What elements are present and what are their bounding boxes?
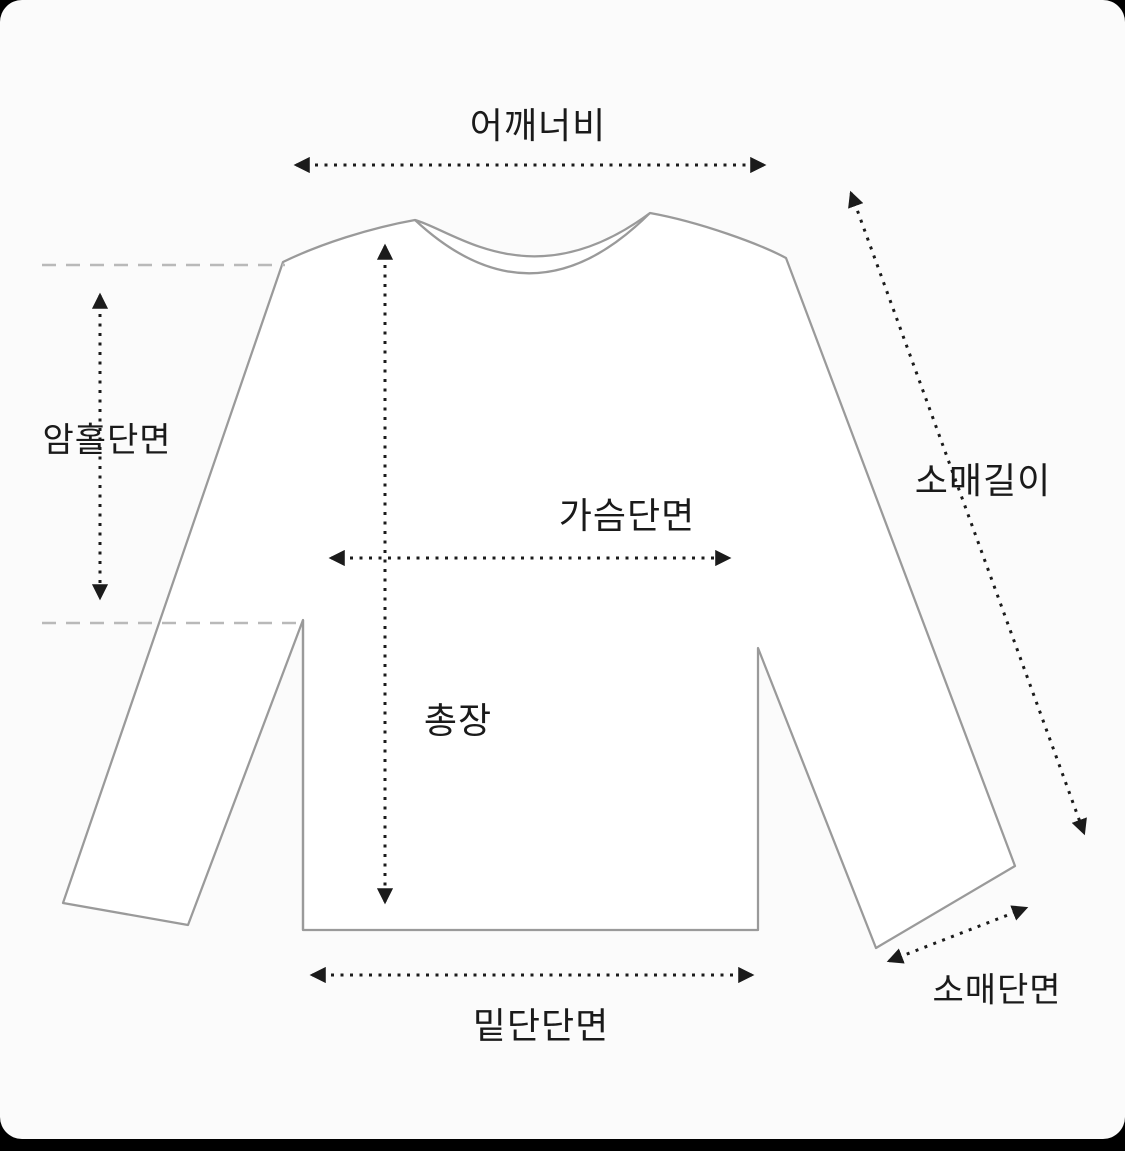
label-chest: 가슴단면 (558, 496, 696, 537)
label-shoulder-width: 어깨너비 (469, 106, 607, 147)
collar-curve (414, 212, 651, 275)
label-total-length: 총장 (423, 701, 493, 742)
label-sleeve-cuff: 소매단면 (932, 970, 1062, 1011)
label-hem: 밑단단면 (472, 1006, 610, 1047)
label-sleeve-length: 소매길이 (914, 461, 1052, 502)
label-armhole: 암홀단면 (42, 420, 172, 461)
garment-outline (61, 211, 1017, 950)
